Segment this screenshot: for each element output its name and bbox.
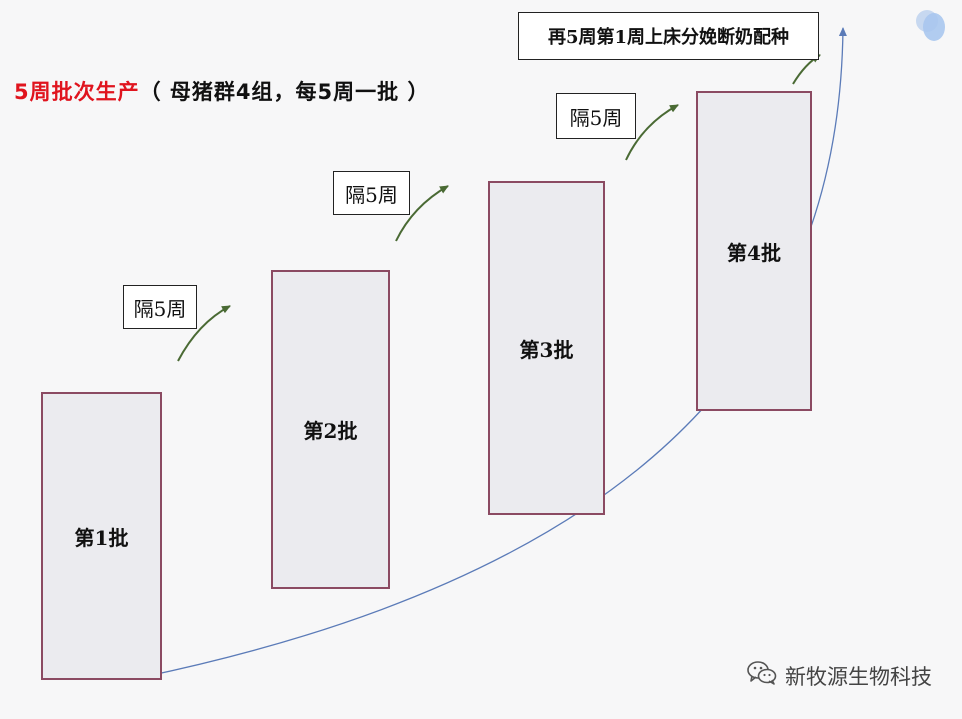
wechat-icon bbox=[747, 660, 777, 691]
batch-1-label: 第1批 bbox=[74, 525, 129, 550]
batch-1-block: 第1批 bbox=[41, 392, 162, 680]
interval-label-1: 隔5周 bbox=[123, 285, 197, 329]
title-detail: （ 母猪群4组，每5周一批 ） bbox=[139, 80, 430, 104]
batch-3-label: 第3批 bbox=[519, 337, 574, 362]
batch-2-block: 第2批 bbox=[271, 270, 390, 589]
title-main: 5周批次生产 bbox=[14, 80, 140, 104]
batch-4-label: 第4批 bbox=[727, 240, 781, 265]
watermark-text: 新牧源生物科技 bbox=[785, 664, 932, 689]
batch-4-block: 第4批 bbox=[696, 91, 812, 411]
cycle-note-text: 再5周第1周上床分娩断奶配种 bbox=[547, 27, 790, 48]
cycle-note-box: 再5周第1周上床分娩断奶配种 bbox=[518, 12, 819, 60]
interval-label-2: 隔5周 bbox=[333, 171, 410, 215]
interval-label-1-text: 隔5周 bbox=[133, 296, 187, 321]
batch-3-block: 第3批 bbox=[488, 181, 605, 515]
corner-decoration bbox=[914, 8, 948, 42]
diagram-title: 5周批次生产（ 母猪群4组，每5周一批 ） bbox=[14, 76, 429, 106]
interval-label-2-text: 隔5周 bbox=[345, 182, 398, 207]
interval-label-3-text: 隔5周 bbox=[569, 105, 623, 130]
batch-2-label: 第2批 bbox=[303, 419, 358, 443]
interval-label-3: 隔5周 bbox=[556, 93, 636, 139]
watermark: 新牧源生物科技 bbox=[747, 660, 932, 691]
